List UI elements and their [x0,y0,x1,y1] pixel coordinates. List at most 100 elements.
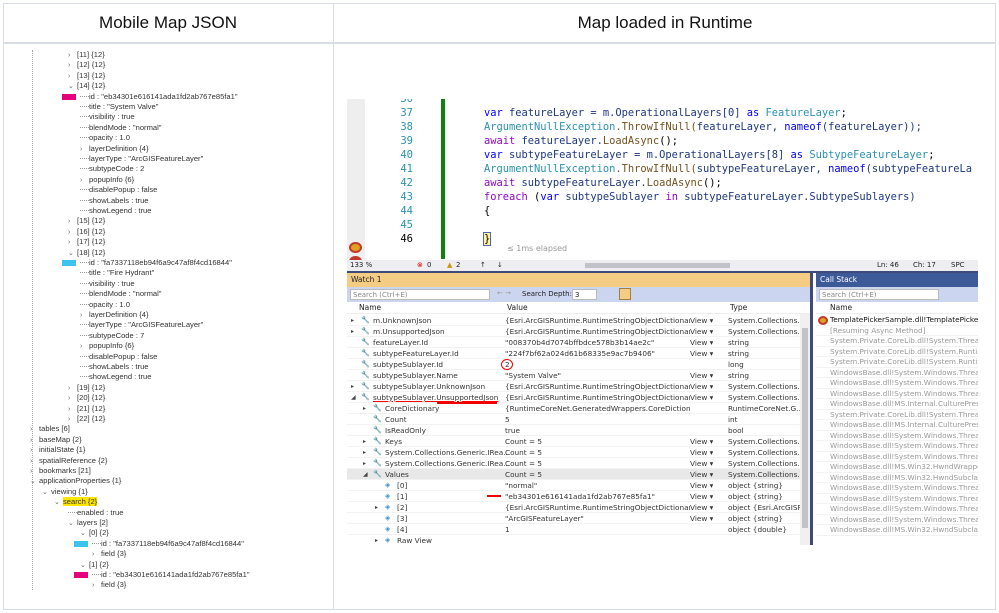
tree-node[interactable]: ›layerDefinition {4} [80,310,149,320]
watch-scrollbar[interactable] [800,314,810,545]
zoom-level[interactable]: 133 % [350,261,373,269]
expand-icon[interactable]: ▸ [375,504,379,511]
watch-value[interactable]: 1 [505,525,510,534]
watch-row[interactable]: 🔧featureLayer.Id"008370b4d7074bffbdce578… [347,337,800,348]
watch-row[interactable]: 🔧subtypeFeatureLayer.Id"224f7bf62a024d61… [347,348,800,359]
expand-icon[interactable]: ▸ [363,438,367,445]
search-depth-select[interactable]: 3 [572,289,597,300]
tree-node[interactable]: ›field {3} [92,549,126,559]
code-line[interactable]: { [484,204,490,218]
chevron-right-icon[interactable]: › [80,312,83,319]
watch-value[interactable]: 5 [505,415,510,424]
back-arrow-icon[interactable]: ← → [497,289,511,297]
tree-node[interactable]: ›[20] {12} [68,393,105,403]
watch-row[interactable]: ◈[0]"normal"View ▾object {string} [347,480,800,491]
tree-node[interactable]: ›layerDefinition {4} [80,144,149,154]
chevron-down-icon[interactable]: ⌄ [80,530,86,538]
chevron-down-icon[interactable]: ⌄ [42,488,48,496]
tree-node[interactable]: ⌄applicationProperties {1} [30,476,121,486]
warning-count[interactable]: 2 [456,261,461,269]
tree-node[interactable]: ⌄[18] {12} [68,248,105,258]
breakpoint-gutter[interactable] [347,99,365,259]
watch-row[interactable]: ▸🔧subtypeSublayer.UnknownJson{Esri.ArcGI… [347,381,800,392]
watch-value[interactable]: Count = 5 [505,448,543,457]
chevron-right-icon[interactable]: › [68,218,71,226]
tree-node[interactable]: ›[15] {12} [68,216,105,226]
expand-icon[interactable]: ▸ [363,460,367,467]
tree-node[interactable]: ⌄[1] {2} [80,560,109,570]
watch-row[interactable]: ▸◈Raw View [347,535,800,545]
expand-icon[interactable]: ▸ [351,383,355,390]
view-button[interactable]: View ▾ [690,459,714,468]
callstack-frame[interactable]: WindowsBase.dll!MS.Internal.CulturePrese… [816,420,978,431]
view-button[interactable]: View ▾ [690,393,714,402]
watch-value[interactable]: "224f7bf62a024d61b68335e9ac7b9406" [505,349,655,358]
chevron-right-icon[interactable]: › [68,384,71,392]
watch-value[interactable]: "normal" [505,481,538,490]
view-button[interactable]: View ▾ [690,448,714,457]
code-line[interactable]: ArgumentNullException.ThrowIfNull(subtyp… [484,162,972,176]
tree-node[interactable]: ›baseMap {2} [30,435,82,445]
chevron-right-icon[interactable]: › [30,426,33,434]
callstack-frame[interactable]: WindowsBase.dll!System.Windows.Threading [816,441,978,452]
watch-row[interactable]: ▸◈[2]{Esri.ArcGISRuntime.RuntimeStringOb… [347,502,800,513]
chevron-right-icon[interactable]: › [80,145,83,153]
view-button[interactable]: View ▾ [690,371,714,380]
callstack-frame[interactable]: WindowsBase.dll!System.Windows.Threading [816,389,978,399]
watch-value[interactable]: Count = 5 [505,459,543,468]
callstack-frame[interactable]: WindowsBase.dll!System.Windows.Threading [816,368,978,378]
view-button[interactable]: View ▾ [690,503,714,512]
callstack-frame[interactable]: WindowsBase.dll!System.Windows.Threading [816,483,978,494]
chevron-right-icon[interactable]: › [80,176,83,184]
callstack-frame[interactable]: System.Private.CoreLib.dll!System.Runtim… [816,347,978,357]
chevron-right-icon[interactable]: › [30,436,33,444]
watch-value[interactable]: {Esri.ArcGISRuntime.RuntimeStringObjectD… [505,327,690,336]
callstack-frame[interactable]: WindowsBase.dll!System.Windows.Threading [816,494,978,504]
watch-value[interactable]: 2 [505,360,510,369]
watch-search-input[interactable]: Search (Ctrl+E) [350,289,490,300]
error-count[interactable]: 0 [427,261,432,269]
tree-node[interactable]: ⌄[14] {12} [68,81,105,91]
callstack-frame[interactable]: WindowsBase.dll!MS.Win32.HwndWrapper.W [816,462,978,473]
watch-value[interactable]: {Esri.ArcGISRuntime.RuntimeStringObjectD… [505,503,690,512]
collapse-icon[interactable]: ◢ [363,471,368,478]
code-line[interactable]: await subtypeFeatureLayer.LoadAsync(); [484,176,722,190]
chevron-right-icon[interactable]: › [68,52,71,59]
callstack-frame[interactable]: WindowsBase.dll!MS.Win32.HwndSubclass.S [816,525,978,536]
chevron-down-icon[interactable]: ⌄ [80,561,86,569]
view-button[interactable]: View ▾ [690,382,714,391]
callstack-frame[interactable]: TemplatePickerSample.dll!TemplatePickerS… [816,315,978,326]
chevron-right-icon[interactable]: › [92,551,95,559]
hex-display-toggle[interactable] [619,288,631,300]
watch-row[interactable]: ◢🔧subtypeSublayer.UnsupportedJson{Esri.A… [347,392,800,404]
watch-row[interactable]: ◈[1]"eb34301e616141ada1fd2ab767e85fa1"Vi… [347,491,800,502]
chevron-right-icon[interactable]: › [68,228,71,236]
view-button[interactable]: View ▾ [690,338,714,347]
tree-node[interactable]: ›popupInfo {6} [80,175,134,185]
watch-row[interactable]: ▸🔧System.Collections.Generic.IRea...Coun… [347,458,800,469]
callstack-frame[interactable]: [Resuming Async Method] [816,326,978,336]
chevron-right-icon[interactable]: › [30,447,33,455]
watch-row[interactable]: ▸🔧m.UnsupportedJson{Esri.ArcGISRuntime.R… [347,326,800,337]
tree-node[interactable]: ›popupInfo {6} [80,341,134,351]
chevron-right-icon[interactable]: › [68,395,71,403]
callstack-frame[interactable]: WindowsBase.dll!System.Windows.Threading [816,431,978,441]
chevron-right-icon[interactable]: › [68,72,71,80]
tree-node[interactable]: ›[13] {12} [68,71,105,81]
callstack-frame[interactable]: WindowsBase.dll!System.Windows.Threading [816,515,978,525]
up-arrow-icon[interactable]: ↑ [480,261,486,269]
watch-value[interactable]: "ArcGISFeatureLayer" [505,514,584,523]
tree-node[interactable]: ›[12] {12} [68,60,105,70]
watch-value[interactable]: Count = 5 [505,437,543,446]
chevron-right-icon[interactable]: › [30,468,33,475]
view-button[interactable]: View ▾ [690,437,714,446]
callstack-frame[interactable]: WindowsBase.dll!System.Windows.Threading [816,378,978,389]
tree-node[interactable]: ⌄layers [2] [68,518,108,528]
watch-value[interactable]: Count = 5 [505,470,543,479]
view-button[interactable]: View ▾ [690,470,714,479]
watch-value[interactable]: "eb34301e616141ada1fd2ab767e85fa1" [505,492,655,501]
tree-node[interactable]: ›field {3} [92,580,126,590]
